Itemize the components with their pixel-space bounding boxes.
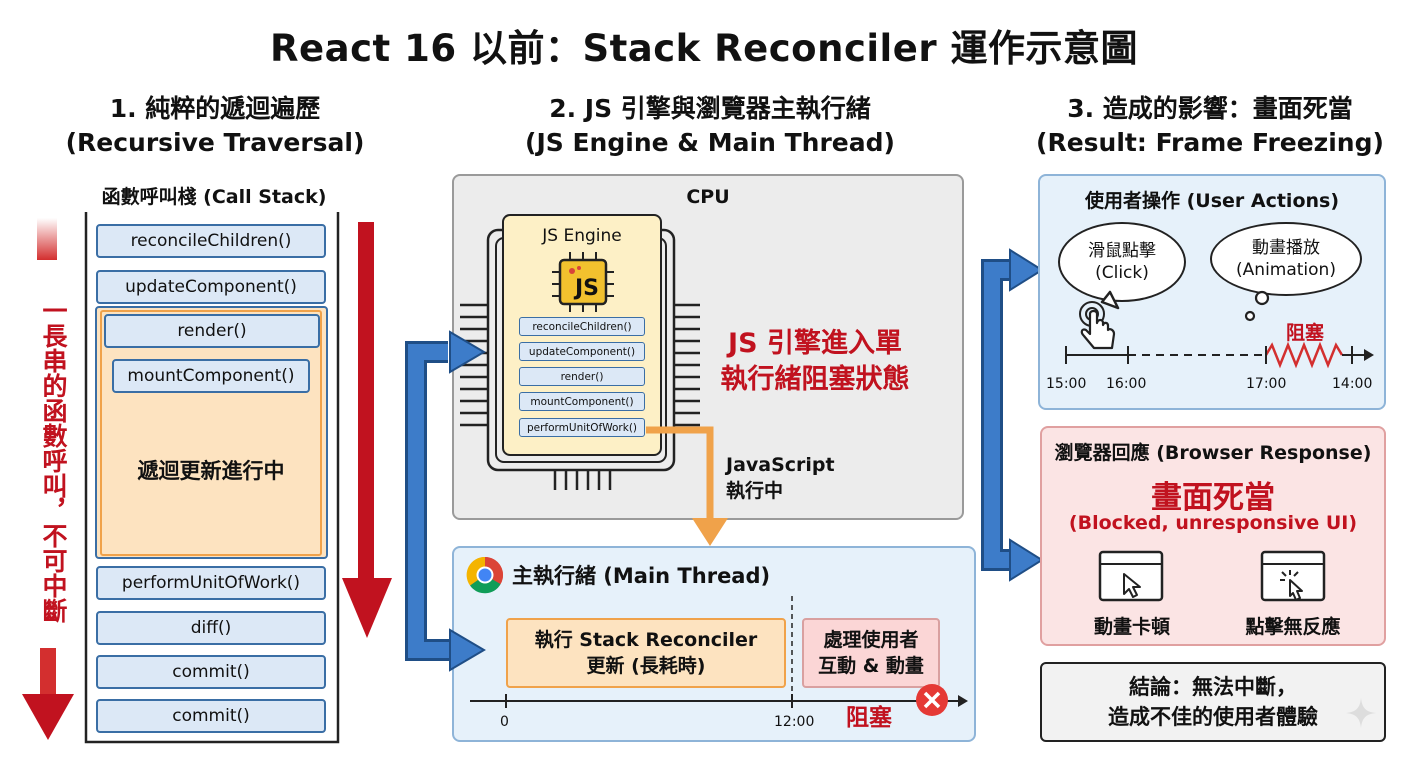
browser-response-label: 瀏覽器回應 (Browser Response): [1054, 442, 1372, 464]
animation-lag-window-icon: [1098, 550, 1164, 602]
col2-heading: 2. JS 引擎與瀏覽器主執行緒 (JS Engine & Main Threa…: [470, 92, 950, 160]
chip-item-render: render(): [519, 367, 645, 386]
main-thread-label: 主執行緒 (Main Thread): [512, 564, 771, 588]
freeze-subtitle: (Blocked, unresponsive UI): [1068, 512, 1358, 534]
user-actions-label: 使用者操作 (User Actions): [1084, 190, 1340, 212]
col2-heading-line2: (JS Engine & Main Thread): [525, 128, 895, 157]
call-stack-label: 函數呼叫棧 (Call Stack): [101, 186, 327, 208]
col1-heading-line1: 1. 純粹的遞迴遍歷: [109, 94, 321, 123]
recursion-block-inner: [100, 310, 322, 556]
anim-line2: (Animation): [1236, 260, 1336, 280]
user-tick-2: 16:00: [1106, 376, 1147, 392]
conclusion-line2: 造成不佳的使用者體驗: [1108, 705, 1318, 729]
chrome-icon: [466, 556, 504, 594]
recursion-block: [95, 306, 328, 559]
timeline-tick-12: 12:00: [774, 714, 815, 730]
browser-response-panel: [1040, 426, 1386, 646]
engine-blocked-line2: 執行緒阻塞狀態: [720, 364, 910, 395]
animation-lag-label: 動畫卡頓: [1093, 616, 1170, 638]
stack-down-arrow-icon: [342, 222, 392, 638]
col3-heading: 3. 造成的影響：畫面死當 (Result: Frame Freezing): [1030, 92, 1390, 160]
blocked-x-icon: [916, 684, 948, 716]
stack-item-diff: diff(): [96, 611, 326, 645]
freeze-title: 畫面死當: [1151, 480, 1275, 516]
cpu-chip-pins: [460, 228, 700, 490]
interaction-line1: 處理使用者: [823, 629, 919, 651]
main-thread-timeline: [470, 596, 968, 708]
thought-dots-icon: [1244, 290, 1270, 322]
engine-to-result-arrow-icon: [981, 248, 1044, 582]
col1-heading-line2: (Recursive Traversal): [65, 128, 365, 157]
chip-item-update-component: updateComponent(): [519, 342, 645, 361]
js-exec-label: JavaScript 執行中: [726, 452, 866, 504]
user-tick-4: 14:00: [1332, 376, 1373, 392]
call-stack-to-engine-arrow-icon: [405, 330, 486, 672]
stack-item-commit-2: commit(): [96, 699, 326, 733]
page-title: React 16 以前：Stack Reconciler 運作示意圖: [270, 27, 1138, 70]
side-fade-bar: [37, 218, 57, 260]
stack-item-render: render(): [104, 314, 320, 348]
click-unresponsive-label: 點擊無反應: [1245, 616, 1341, 638]
col3-heading-line1: 3. 造成的影響：畫面死當: [1067, 94, 1353, 123]
recursion-in-progress-label: 遞迴更新進行中: [137, 459, 285, 483]
stack-item-mount-component: mountComponent(): [112, 359, 310, 393]
user-blocked-tag: 阻塞: [1286, 322, 1325, 344]
stack-item-update-component: updateComponent(): [96, 270, 326, 304]
js-engine-label: JS Engine: [542, 226, 622, 246]
sparkle-icon: [1346, 698, 1376, 728]
anim-line1: 動畫播放: [1252, 238, 1320, 258]
task-line2: 更新 (長耗時): [586, 655, 706, 677]
click-hand-icon: [1079, 290, 1120, 350]
main-thread-blocked-tag: 阻塞: [846, 705, 892, 731]
js-logo-text: JS: [574, 276, 600, 301]
click-line2: (Click): [1095, 263, 1149, 283]
click-bubble: 滑鼠點擊 (Click): [1058, 222, 1186, 302]
stack-item-commit-1: commit(): [96, 655, 326, 689]
col1-heading: 1. 純粹的遞迴遍歷 (Recursive Traversal): [40, 92, 390, 160]
col2-heading-line1: 2. JS 引擎與瀏覽器主執行緒: [549, 94, 871, 123]
animation-bubble: 動畫播放 (Animation): [1210, 222, 1362, 296]
click-line1: 滑鼠點擊: [1088, 241, 1156, 261]
user-actions-timeline: [1065, 341, 1374, 369]
cpu-label: CPU: [686, 186, 730, 208]
side-down-arrow-icon: [22, 648, 74, 740]
conclusion-box: 結論：無法中斷， 造成不佳的使用者體驗: [1040, 662, 1386, 742]
timeline-tick-0: 0: [500, 714, 509, 730]
user-tick-1: 15:00: [1046, 376, 1087, 392]
js-logo-icon: [552, 252, 614, 312]
js-exec-line1: JavaScript: [726, 454, 835, 476]
stack-item-perform-unit-of-work: performUnitOfWork(): [96, 566, 326, 600]
chip-item-reconcile-children: reconcileChildren(): [519, 317, 645, 336]
conclusion-line1: 結論：無法中斷，: [1129, 675, 1297, 699]
user-tick-3: 17:00: [1246, 376, 1287, 392]
col3-heading-line2: (Result: Frame Freezing): [1036, 128, 1384, 157]
engine-blocked-line1: JS 引擎進入單: [728, 328, 902, 359]
engine-blocked-text: JS 引擎進入單 執行緒阻塞狀態: [700, 326, 930, 398]
chip-item-perform-unit-of-work: performUnitOfWork(): [519, 418, 645, 437]
stack-reconciler-task: 執行 Stack Reconciler 更新 (長耗時): [506, 618, 786, 688]
side-label: 一長串的函數呼叫，不可中斷: [39, 297, 68, 623]
interaction-task: 處理使用者 互動 & 動畫: [802, 618, 940, 688]
js-exec-line2: 執行中: [726, 480, 784, 502]
unresponsive-click-window-icon: [1260, 550, 1326, 602]
chip-item-mount-component: mountComponent(): [519, 392, 645, 411]
stack-item-reconcile-children: reconcileChildren(): [96, 224, 326, 258]
call-stack-frame: [84, 212, 340, 744]
task-line1: 執行 Stack Reconciler: [534, 629, 758, 651]
js-exec-arrow-icon: [646, 426, 728, 546]
interaction-line2: 互動 & 動畫: [818, 655, 924, 677]
